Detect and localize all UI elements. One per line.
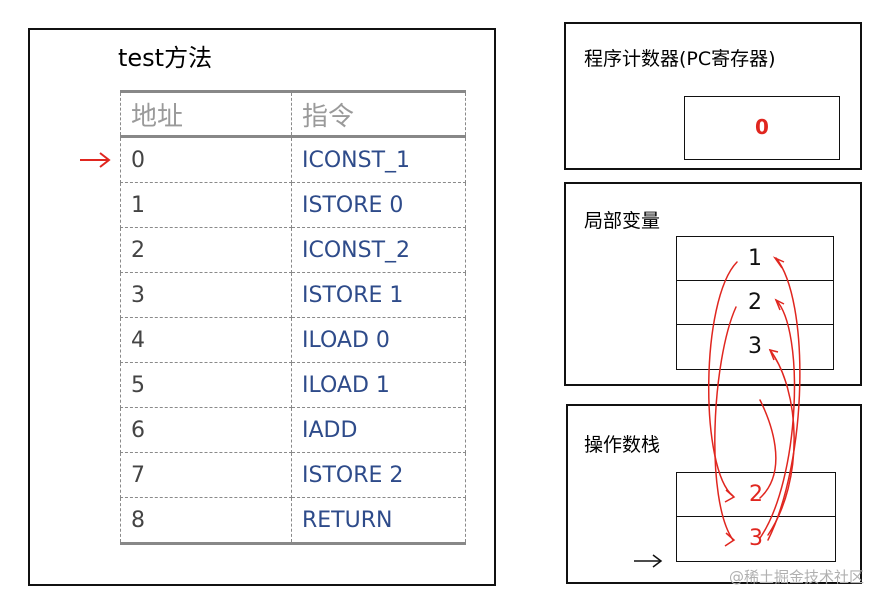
instruction-cell: ICONST_2 [291, 227, 466, 273]
local-variables-panel: 局部变量 1 2 3 [564, 182, 862, 386]
pc-value-box: 0 [684, 96, 840, 160]
instruction-cell: ISTORE 2 [291, 452, 466, 498]
local-variables-table: 1 2 3 [676, 236, 834, 370]
pc-pointer-arrow-icon [80, 152, 111, 168]
local-slot: 1 [677, 237, 833, 281]
address-cell: 0 [120, 136, 292, 183]
address-cell: 7 [120, 452, 292, 498]
instruction-cell: IADD [291, 407, 466, 453]
address-cell: 3 [120, 272, 292, 318]
address-cell: 6 [120, 407, 292, 453]
local-slot: 2 [677, 281, 833, 325]
pc-value: 0 [755, 115, 769, 139]
stack-slot: 2 [677, 473, 835, 517]
address-cell: 1 [120, 182, 292, 228]
table-header-row: 地址 指令 [120, 91, 466, 137]
operand-stack-panel: 操作数栈 2 3 [566, 404, 862, 584]
instruction-cell: ILOAD 0 [291, 317, 466, 363]
instruction-header: 指令 [291, 91, 466, 137]
operand-stack-title: 操作数栈 [584, 434, 661, 456]
watermark: @稀土掘金技术社区 [728, 568, 864, 586]
address-cell: 4 [120, 317, 292, 363]
method-title: test方法 [118, 44, 213, 72]
instruction-cell: RETURN [291, 497, 466, 544]
stack-top-arrow-icon [634, 554, 663, 568]
instruction-cell: ILOAD 1 [291, 362, 466, 408]
pc-register-title: 程序计数器(PC寄存器) [584, 48, 776, 70]
local-variables-title: 局部变量 [584, 210, 661, 232]
operand-stack-table: 2 3 [676, 472, 836, 562]
address-cell: 8 [120, 497, 292, 544]
address-cell: 2 [120, 227, 292, 273]
address-cell: 5 [120, 362, 292, 408]
local-slot: 3 [748, 334, 762, 359]
stack-slot: 3 [749, 526, 763, 551]
instruction-cell: ICONST_1 [291, 136, 466, 183]
pc-register-panel: 程序计数器(PC寄存器) 0 [564, 22, 862, 170]
instruction-cell: ISTORE 0 [291, 182, 466, 228]
instruction-cell: ISTORE 1 [291, 272, 466, 318]
address-header: 地址 [120, 91, 292, 137]
